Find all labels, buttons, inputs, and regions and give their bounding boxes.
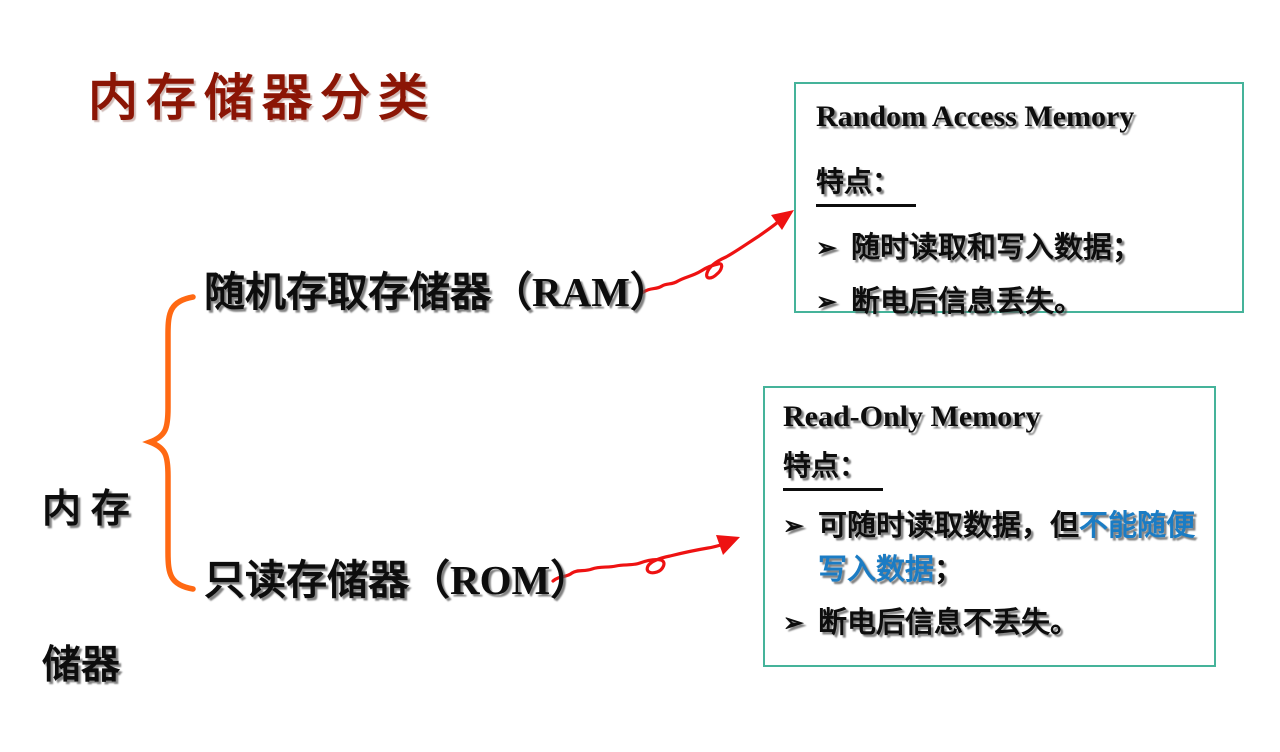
slide-title: 内存储器分类 xyxy=(88,70,436,126)
ram-bullet-item-2: ➢ 断电后信息丢失。 xyxy=(816,281,1222,325)
memory-root-line1: 内 存 xyxy=(42,488,130,531)
branch-ram-label: 随机存取存储器（RAM） xyxy=(204,269,671,315)
rom-bullet-text-1-black: 可随时读取数据，但 xyxy=(817,510,1079,542)
rom-bullet-text-2: 断电后信息不丢失。 xyxy=(817,607,1079,639)
memory-root-label: 内 存 储器 xyxy=(42,380,130,752)
bullet-arrow-icon: ➢ xyxy=(783,512,804,540)
ram-features-heading: 特点： xyxy=(816,160,917,207)
rom-bullet-text-1: 可随时读取数据，但不能随便写入数据； xyxy=(818,505,1196,592)
ram-bullet-text-2: 断电后信息丢失。 xyxy=(850,285,1083,318)
rom-features-heading: 特点： xyxy=(783,444,884,491)
ram-bullet-text-1: 随时读取和写入数据； xyxy=(850,232,1141,264)
rom-bullet-text-1-highlight: 不能随便写入数据 xyxy=(817,510,1195,586)
rom-bullet-text-1-tail: ； xyxy=(933,553,963,586)
rom-detail-box: Read-Only Memory 特点： ➢ 可随时读取数据，但不能随便写入数据… xyxy=(763,386,1216,667)
ram-detail-box: Random Access Memory 特点： ➢ 随时读取和写入数据； ➢ … xyxy=(794,82,1244,318)
bullet-arrow-icon: ➢ xyxy=(816,234,837,262)
ram-box-title: Random Access Memory xyxy=(816,100,1135,133)
rom-bullet-item-1: ➢ 可随时读取数据，但不能随便写入数据； xyxy=(783,505,1196,592)
branch-rom-label: 只读存储器（ROM） xyxy=(204,557,592,603)
bullet-arrow-icon: ➢ xyxy=(816,287,837,316)
rom-bullet-item-2: ➢ 断电后信息不丢失。 xyxy=(783,602,1196,646)
bullet-arrow-icon: ➢ xyxy=(783,609,804,637)
memory-root-line2: 储器 xyxy=(42,644,121,687)
rom-box-title: Read-Only Memory xyxy=(783,400,1041,433)
ram-bullet-item-1: ➢ 随时读取和写入数据； xyxy=(816,227,1222,271)
brace-icon xyxy=(142,294,196,592)
